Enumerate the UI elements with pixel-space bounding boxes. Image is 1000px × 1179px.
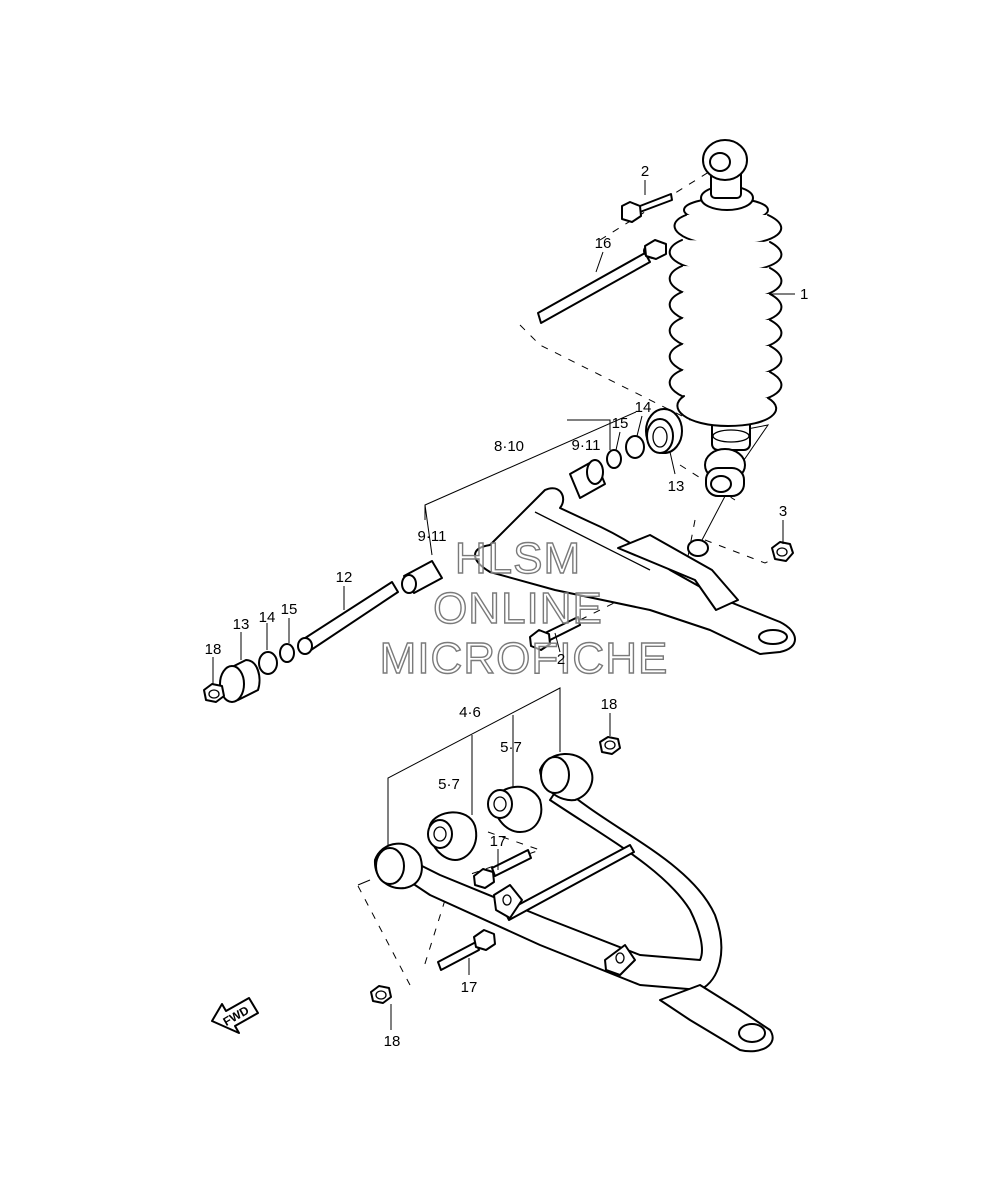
spacer-9-11-top bbox=[569, 459, 606, 499]
shaft-12 bbox=[297, 581, 399, 655]
callout-2-top: 2 bbox=[641, 163, 649, 180]
bushing-5-7-right bbox=[487, 785, 543, 833]
callout-5-7-right: 5·7 bbox=[500, 739, 522, 756]
callout-14-left: 14 bbox=[259, 609, 276, 626]
upper-collar-13 bbox=[645, 408, 683, 454]
spacer-9-11-left bbox=[401, 560, 443, 594]
callout-18-left: 18 bbox=[205, 641, 222, 658]
callout-3: 3 bbox=[779, 503, 787, 520]
bolt-16 bbox=[537, 239, 667, 324]
callout-18-bottom: 18 bbox=[384, 1033, 401, 1050]
nut-18-bottom bbox=[370, 985, 392, 1004]
callout-16: 16 bbox=[595, 235, 612, 252]
washer-14-left bbox=[258, 651, 278, 675]
nut-18-left bbox=[203, 683, 225, 703]
bolt-17-top bbox=[473, 849, 532, 889]
watermark-line-2: ONLINE bbox=[433, 584, 603, 633]
callout-15-top: 15 bbox=[612, 415, 629, 432]
callout-8-10: 8·10 bbox=[494, 438, 524, 455]
callout-17-top: 17 bbox=[490, 833, 507, 850]
bolt-17-bottom bbox=[437, 929, 496, 971]
callout-17-bottom: 17 bbox=[461, 979, 478, 996]
callout-labels: 1 2 16 14 15 9·11 8·10 13 3 9·11 12 13 1… bbox=[205, 163, 809, 1050]
bolt-2-bottom bbox=[529, 616, 581, 651]
nut-3 bbox=[771, 541, 794, 562]
callout-14-top: 14 bbox=[635, 399, 652, 416]
watermark: HLSM ONLINE MICROFICHE bbox=[379, 533, 669, 683]
shock-absorber bbox=[668, 139, 783, 497]
spring-coils bbox=[668, 214, 783, 427]
collar-13-left bbox=[219, 659, 261, 703]
upper-arm bbox=[474, 487, 796, 655]
callout-1: 1 bbox=[800, 286, 808, 303]
fwd-arrow-icon: FWD bbox=[211, 997, 259, 1034]
bolt-2-top bbox=[621, 193, 673, 223]
callout-2-bottom: 2 bbox=[557, 651, 565, 668]
callout-12: 12 bbox=[336, 569, 353, 586]
callout-9-11-left: 9·11 bbox=[418, 528, 447, 545]
callout-5-7-left: 5·7 bbox=[438, 776, 460, 793]
seal-15-left bbox=[279, 643, 295, 663]
callout-leaders bbox=[212, 180, 795, 1030]
watermark-line-1: HLSM bbox=[455, 534, 581, 583]
nut-18-top bbox=[599, 736, 621, 755]
bushing-5-7-left bbox=[427, 811, 478, 861]
callout-13-left: 13 bbox=[233, 616, 250, 633]
assembly-lines bbox=[357, 164, 781, 986]
washer-14-top bbox=[625, 435, 645, 459]
callout-18-top: 18 bbox=[601, 696, 618, 713]
lower-arm bbox=[373, 753, 774, 1053]
watermark-line-3: MICROFICHE bbox=[380, 634, 669, 683]
seal-15-top bbox=[606, 449, 622, 469]
callout-15-left: 15 bbox=[281, 601, 298, 618]
callout-13-top: 13 bbox=[668, 478, 685, 495]
callout-4-6: 4·6 bbox=[459, 704, 481, 721]
callout-9-11-top: 9·11 bbox=[572, 437, 601, 454]
